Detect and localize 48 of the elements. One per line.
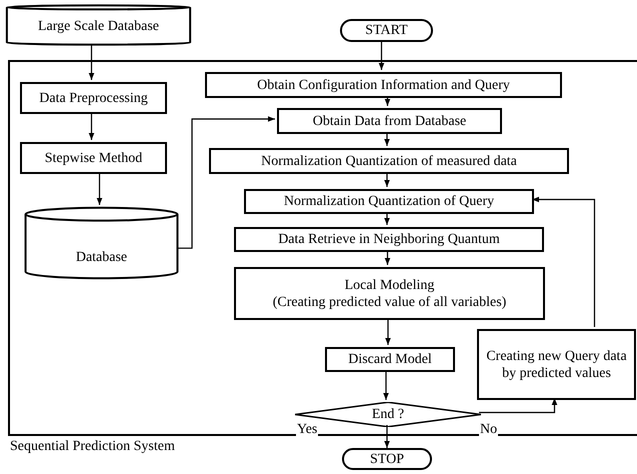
node-text: Local Modeling [344,276,434,294]
process-box [477,329,636,400]
arrow [88,45,94,80]
arrow [384,250,390,265]
process-box [277,108,502,134]
arrow [378,42,384,70]
node-text: Database [76,248,128,266]
node-text: Obtain Configuration Information and Query [257,76,510,94]
terminal-pill [340,19,433,42]
node-text: Stepwise Method [44,150,142,166]
process-box [234,267,545,320]
arrow [385,318,391,345]
node-text: Data Retrieve in Neighboring Quantum [278,231,500,248]
arrow [384,172,390,187]
node-text: Creating new Query data by predicted values [485,348,628,382]
process-box [205,72,562,98]
database-cylinder [24,207,179,279]
terminal-pill [342,448,432,470]
process-box [20,82,167,114]
process-box [244,189,534,214]
arrow [96,172,102,205]
arrow [88,112,94,140]
arrow [383,370,389,400]
arrow [384,425,390,448]
node-text: Normalization Quantization of measured data [261,152,517,170]
arrow [177,116,275,249]
system-caption: Sequential Prediction System [10,438,175,456]
node-text: Normalization Quantization of Query [284,193,494,210]
node-text: (Creating predicted value of all variables) [272,294,506,310]
node-text: Discard Model [348,351,432,368]
process-box [325,347,455,372]
process-box [209,148,569,174]
arrow [479,398,558,414]
node-text: START [365,22,408,39]
node-text: Large Scale Database [38,18,159,35]
edge-label: No [479,422,498,437]
node-text: Data Preprocessing [39,90,148,106]
arrow [532,196,596,327]
arrow [384,212,390,225]
node-text: End ? [372,406,404,423]
node-text: Obtain Data from Database [312,112,466,130]
arrow [384,96,390,106]
process-box [20,142,167,174]
process-box [234,227,544,252]
database-cylinder [5,5,192,45]
arrow [384,132,390,146]
edge-label: Yes [296,422,318,437]
node-text: STOP [370,450,404,468]
